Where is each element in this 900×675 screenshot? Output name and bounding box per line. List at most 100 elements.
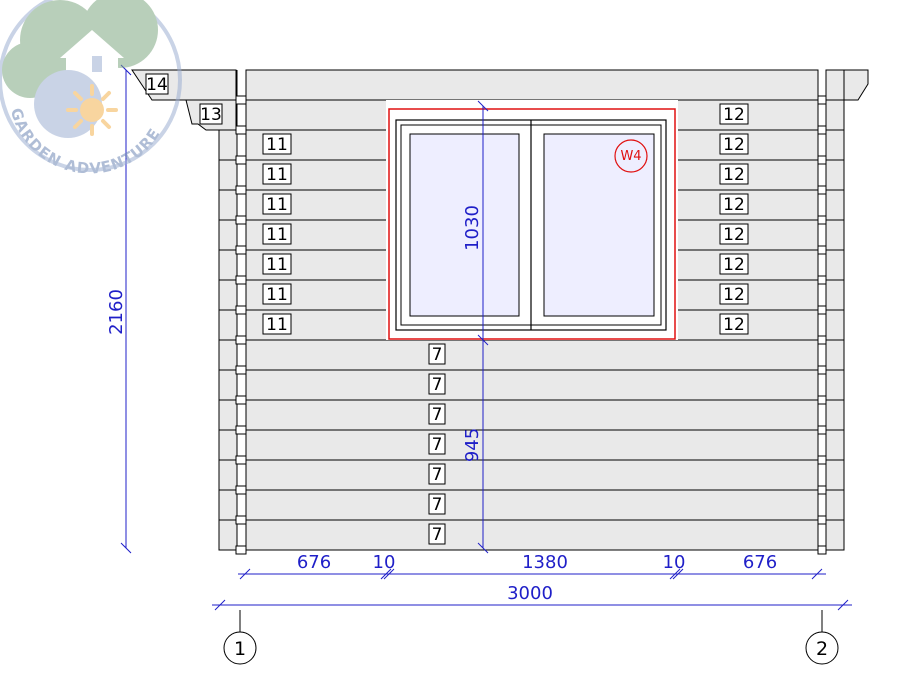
corner-log-left [218, 339, 238, 371]
log-tag-left-wall: 11 [266, 135, 288, 155]
corner-log-left [218, 219, 238, 251]
axis-label-1: 1 [234, 638, 246, 660]
dim-tick [383, 568, 395, 580]
corner-log-left [218, 519, 238, 551]
log-tag-below-window: 7 [432, 405, 443, 425]
tag-box [719, 133, 749, 155]
wall-log [245, 459, 819, 491]
axis-bubble [805, 631, 839, 665]
tag-box [145, 73, 169, 95]
log-notch-right [817, 485, 827, 495]
log-tag-below-window: 7 [432, 375, 443, 395]
log-notch-right [817, 365, 827, 375]
corner-log-right [825, 489, 845, 521]
tag-box [719, 283, 749, 305]
log-notch-right [817, 455, 827, 465]
corner-log-left [218, 189, 238, 221]
tag-box [719, 163, 749, 185]
log-tag-right-wall: 12 [723, 255, 745, 275]
log-notch-right [817, 125, 827, 135]
log-notch-left [235, 245, 247, 255]
log-tag-left-wall: 11 [266, 195, 288, 215]
dim-right-wall-width: 676 [743, 552, 777, 573]
corner-log-right [825, 339, 845, 371]
grid-axes: 1 2 [223, 610, 839, 665]
corner-log-right [825, 459, 845, 491]
corner-log-left [218, 399, 238, 431]
wall-log [245, 519, 819, 551]
corner-log-right [825, 369, 845, 401]
log-notch-left [235, 185, 247, 195]
log-notch-left [235, 155, 247, 165]
window-rough-frame [388, 108, 676, 340]
dim-gap-right: 10 [663, 552, 686, 573]
corner-log-left [218, 279, 238, 311]
log-notch-right [817, 335, 827, 345]
log-tag-right-wall: 12 [723, 225, 745, 245]
wall-log [245, 369, 819, 401]
corner-log-right [825, 159, 845, 191]
log-notch-left [235, 125, 247, 135]
wall-log [245, 399, 819, 431]
log-tag-below-window: 7 [432, 525, 443, 545]
corner-log-right [825, 399, 845, 431]
log-notch-left [235, 275, 247, 285]
window-w4: W4 [386, 100, 678, 340]
log-notch-left [235, 485, 247, 495]
dim-tick [380, 568, 392, 580]
tag-box [262, 223, 292, 245]
window-tag-circle [614, 139, 648, 173]
window-pane-left [409, 133, 520, 317]
tag-box [428, 433, 446, 455]
dimension-labels: 2160 1030 945 676 10 1380 10 676 3000 [106, 205, 777, 604]
dim-sill-height: 945 [462, 428, 483, 462]
log-notch-left [235, 425, 247, 435]
tag-box [262, 193, 292, 215]
log-notch-right [817, 425, 827, 435]
log-tag-right-wall: 12 [723, 285, 745, 305]
roof-tag-14: 14 [146, 75, 168, 95]
log-notch-right [817, 185, 827, 195]
dim-tick [477, 100, 489, 112]
log-notch-left [235, 455, 247, 465]
corner-log-left [218, 459, 238, 491]
corner-log-ends [235, 95, 827, 555]
log-notch-right [817, 305, 827, 315]
wall-log [245, 489, 819, 521]
tag-box [428, 493, 446, 515]
dim-tick [477, 542, 489, 554]
roof-tags: 14 13 [145, 73, 223, 125]
corner-log-right [825, 429, 845, 461]
log-tag-left-wall: 11 [266, 225, 288, 245]
corner-log-right [825, 279, 845, 311]
log-tag-below-window: 7 [432, 435, 443, 455]
tag-box [428, 523, 446, 545]
wall-log [245, 429, 819, 461]
corner-log-right [825, 519, 845, 551]
corner-log-left [218, 159, 238, 191]
logo-window [92, 56, 102, 72]
log-tag-right-wall: 12 [723, 195, 745, 215]
dim-total-height: 2160 [106, 289, 127, 335]
window-pane-right [543, 133, 655, 317]
tag-box [719, 103, 749, 125]
dim-tick [120, 542, 132, 554]
tag-box [719, 313, 749, 335]
dim-left-wall-width: 676 [297, 552, 331, 573]
tag-box [428, 403, 446, 425]
axis-label-2: 2 [816, 638, 828, 660]
tag-box [262, 283, 292, 305]
log-tag-left-wall: 11 [266, 255, 288, 275]
log-notch-right [817, 545, 827, 555]
dim-tick [239, 568, 251, 580]
corner-log-right [825, 309, 845, 341]
corner-log-left [218, 369, 238, 401]
log-notch-left [235, 215, 247, 225]
dim-tick [214, 599, 226, 611]
log-notch-right [817, 155, 827, 165]
log-tag-below-window: 7 [432, 345, 443, 365]
tag-box [262, 163, 292, 185]
log-notch-right [817, 515, 827, 525]
dim-total-width: 3000 [507, 583, 553, 604]
